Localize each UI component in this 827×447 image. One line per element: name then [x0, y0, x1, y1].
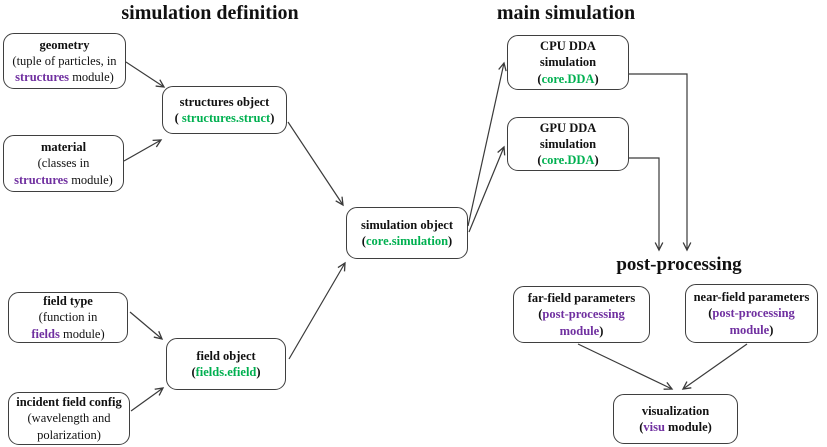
box-module-line: (core.DDA)	[537, 153, 599, 168]
heading-post-processing: post-processing	[616, 254, 742, 275]
box-module-line: fields module)	[31, 326, 105, 341]
box-title: visualization	[641, 403, 710, 418]
box-title: incident field config	[16, 395, 122, 410]
box-module-line: structures module)	[14, 172, 113, 187]
box-material: material (classes in structures module)	[3, 135, 124, 192]
module-name: core.DDA	[541, 153, 595, 168]
connector-cpu-dda-to-post-processing	[629, 73, 692, 252]
module-name: fields.efield	[195, 365, 257, 379]
box-incident-field-config: incident field config (wavelength and po…	[8, 392, 130, 445]
arrow-geometry-to-structures-object	[125, 61, 166, 88]
module-name: post-processing	[712, 306, 795, 321]
heading-main-simulation: main simulation	[496, 2, 636, 24]
box-description: (tuple of particles, in	[12, 53, 117, 68]
module-name: structures.struct	[181, 111, 271, 125]
box-module-line: (core.simulation)	[361, 234, 453, 248]
box-structures-object: structures object ( structures.struct)	[162, 86, 287, 134]
box-title: simulation object	[360, 217, 453, 232]
module-name: structures	[15, 70, 70, 85]
arrow-field-object-to-simulation-object	[288, 261, 346, 360]
box-geometry: geometry (tuple of particles, in structu…	[3, 33, 126, 89]
arrow-simulation-object-to-gpu-dda	[468, 145, 506, 233]
module-name: post-processing	[542, 307, 625, 322]
box-description: (classes in	[37, 156, 90, 171]
arrow-material-to-structures-object	[123, 139, 163, 162]
box-description: polarization)	[37, 427, 101, 442]
module-name: structures	[14, 172, 69, 187]
arrow-near-field-to-visualization	[681, 343, 748, 390]
box-title: near-field parameters	[693, 290, 810, 305]
box-cpu-dda-simulation: CPU DDA simulation (core.DDA)	[507, 35, 629, 90]
box-module-line: (post-processing	[708, 306, 795, 321]
box-module-line: (visu module)	[639, 420, 712, 434]
arrow-field-type-to-field-object	[129, 311, 164, 340]
box-far-field-parameters: far-field parameters (post-processing mo…	[513, 286, 650, 343]
box-module-line2: module)	[729, 322, 774, 337]
box-description: (function in	[38, 310, 98, 325]
box-module-line: structures module)	[15, 70, 114, 85]
heading-simulation-definition: simulation definition	[121, 2, 299, 24]
arrow-incident-field-config-to-field-object	[130, 387, 165, 412]
box-module-line2: module)	[559, 323, 604, 338]
box-field-type: field type (function in fields module)	[8, 292, 128, 343]
box-simulation-object: simulation object (core.simulation)	[346, 207, 468, 259]
module-name: fields	[31, 326, 60, 341]
box-title-line2: simulation	[539, 136, 597, 151]
module-name: visu	[643, 420, 665, 434]
box-title: far-field parameters	[527, 291, 636, 306]
box-field-object: field object (fields.efield)	[166, 338, 286, 390]
box-gpu-dda-simulation: GPU DDA simulation (core.DDA)	[507, 117, 629, 171]
box-title-line2: simulation	[539, 55, 597, 70]
box-title: field type	[43, 294, 93, 309]
arrow-simulation-object-to-cpu-dda	[467, 61, 507, 227]
arrow-far-field-to-visualization	[577, 343, 674, 390]
connector-gpu-dda-to-post-processing	[629, 157, 664, 252]
box-module-line: (core.DDA)	[537, 71, 599, 86]
box-near-field-parameters: near-field parameters (post-processing m…	[685, 284, 818, 343]
arrow-structures-object-to-simulation-object	[287, 121, 344, 207]
box-title: GPU DDA	[539, 120, 597, 135]
module-name: core.DDA	[541, 71, 595, 86]
box-visualization: visualization (visu module)	[613, 394, 738, 444]
box-module-line: ( structures.struct)	[174, 111, 275, 125]
box-title: field object	[196, 348, 256, 363]
box-module-line: (fields.efield)	[191, 365, 261, 379]
box-module-line: (post-processing	[538, 307, 625, 322]
module-name: core.simulation	[365, 234, 449, 248]
box-title: material	[40, 140, 87, 155]
box-title: structures object	[179, 94, 270, 109]
box-title: CPU DDA	[540, 39, 596, 54]
box-description: (wavelength and	[27, 411, 111, 426]
box-title: geometry	[39, 37, 90, 52]
